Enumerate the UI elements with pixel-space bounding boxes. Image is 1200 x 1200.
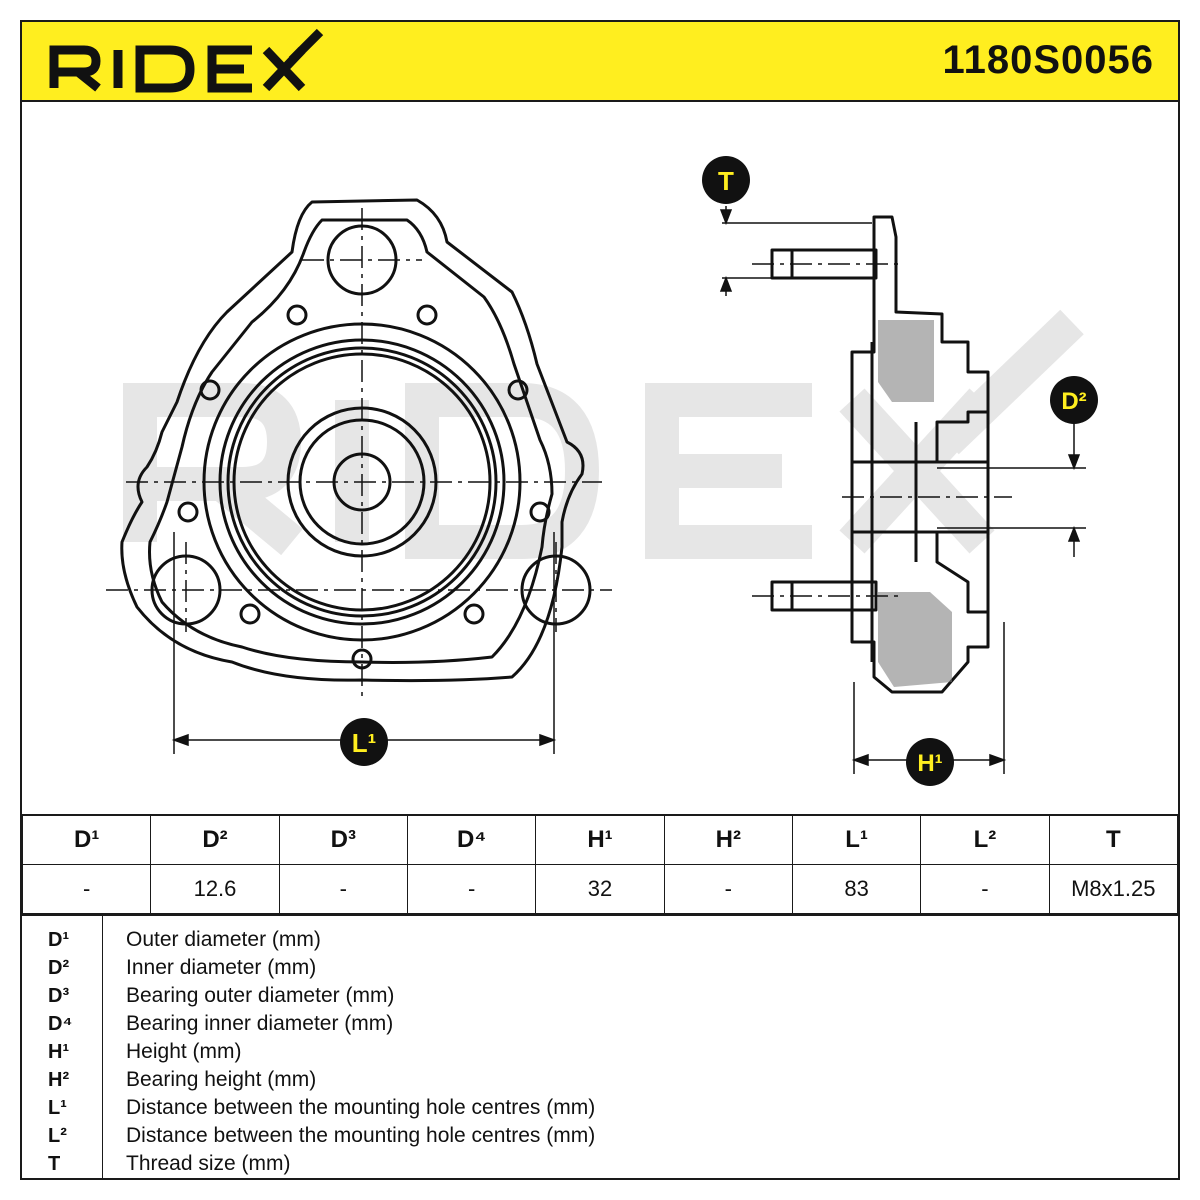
d2-badge: D²: [1050, 376, 1098, 424]
legend-text: Bearing inner diameter (mm): [126, 1012, 394, 1035]
legend-divider: [102, 916, 103, 1180]
spec-value-d3: -: [278, 863, 408, 914]
legend-item: D² Inner diameter (mm): [22, 954, 1178, 982]
d2-dimension: [937, 422, 1086, 557]
spec-value-l2: -: [920, 863, 1050, 914]
part-number: 1180S0056: [942, 38, 1154, 82]
spec-value-d1: -: [21, 863, 152, 914]
center-lines: [106, 208, 612, 702]
spec-table: D¹ D² D³ D⁴ H¹ H² L¹ L² T - 12.6 - - 32 …: [21, 814, 1179, 914]
legend-key: D²: [48, 957, 70, 979]
spec-header-t: T: [1048, 814, 1179, 865]
h1-badge: H¹: [906, 738, 954, 786]
legend-key: H²: [48, 1069, 70, 1091]
header-bar: 1180S0056: [22, 22, 1178, 102]
legend: D¹ Outer diameter (mm) D² Inner diameter…: [22, 914, 1178, 1180]
spec-value-l1: 83: [791, 863, 922, 914]
datasheet-frame: 1180S0056: [20, 20, 1180, 1180]
spec-header-d3: D³: [278, 814, 408, 865]
l1-badge-label: L¹: [352, 728, 377, 758]
legend-text: Distance between the mounting hole centr…: [126, 1096, 596, 1119]
spec-table-value-row: - 12.6 - - 32 - 83 - M8x1.25: [21, 863, 1179, 914]
spec-value-d2: 12.6: [150, 863, 280, 914]
spec-value-h2: -: [663, 863, 793, 914]
legend-item: D³ Bearing outer diameter (mm): [22, 982, 1178, 1010]
legend-key: L²: [48, 1125, 67, 1147]
legend-text: Thread size (mm): [126, 1152, 291, 1175]
legend-text: Distance between the mounting hole centr…: [126, 1124, 596, 1147]
d2-badge-label: D²: [1061, 388, 1086, 415]
spec-value-h1: 32: [535, 863, 665, 914]
technical-drawing: L¹: [22, 102, 1178, 814]
section-center-lines: [752, 263, 1012, 597]
legend-item: L² Distance between the mounting hole ce…: [22, 1122, 1178, 1150]
legend-text: Inner diameter (mm): [126, 956, 317, 979]
spec-header-h2: H²: [663, 814, 793, 865]
legend-item: D¹ Outer diameter (mm): [22, 926, 1178, 954]
legend-item: T Thread size (mm): [22, 1150, 1178, 1178]
legend-key: D¹: [48, 929, 70, 951]
brand-logo: [49, 28, 324, 93]
spec-header-d2: D²: [150, 814, 280, 865]
section-hatch: [878, 320, 952, 687]
legend-key: T: [48, 1153, 61, 1175]
t-badge: T: [702, 156, 750, 204]
spec-value-d4: -: [406, 863, 537, 914]
t-badge-label: T: [718, 166, 734, 196]
spec-value-t: M8x1.25: [1048, 863, 1179, 914]
t-dimension: [719, 206, 872, 296]
legend-item: H² Bearing height (mm): [22, 1066, 1178, 1094]
legend-key: H¹: [48, 1041, 70, 1063]
legend-text: Bearing height (mm): [126, 1068, 317, 1091]
h1-badge-label: H¹: [917, 750, 942, 777]
spec-header-l2: L²: [920, 814, 1050, 865]
spec-table-header-row: D¹ D² D³ D⁴ H¹ H² L¹ L² T: [21, 814, 1179, 865]
spec-header-d4: D⁴: [406, 814, 537, 865]
legend-item: D⁴ Bearing inner diameter (mm): [22, 1010, 1178, 1038]
legend-key: D⁴: [48, 1013, 73, 1035]
legend-item: L¹ Distance between the mounting hole ce…: [22, 1094, 1178, 1122]
legend-item: H¹ Height (mm): [22, 1038, 1178, 1066]
legend-key: L¹: [48, 1097, 67, 1119]
spec-header-d1: D¹: [21, 814, 152, 865]
legend-text: Bearing outer diameter (mm): [126, 984, 395, 1007]
l1-badge: L¹: [340, 718, 388, 766]
legend-text: Outer diameter (mm): [126, 928, 321, 951]
spec-header-l1: L¹: [791, 814, 922, 865]
legend-text: Height (mm): [126, 1040, 242, 1063]
legend-key: D³: [48, 985, 70, 1007]
spec-header-h1: H¹: [535, 814, 665, 865]
